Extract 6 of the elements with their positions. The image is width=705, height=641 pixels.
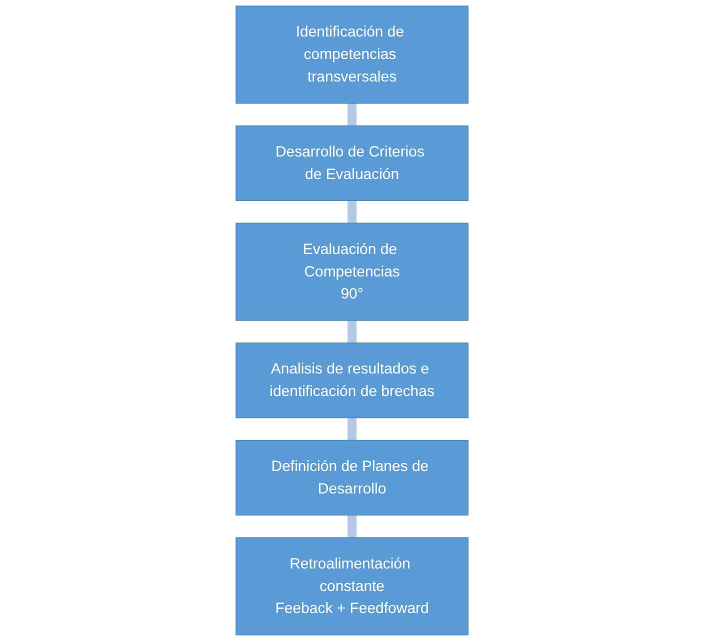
- node-box: Identificación de competencias transversales: [236, 6, 469, 104]
- node-box: Retroalimentación constante Feeback + Feedfoward: [236, 537, 469, 636]
- node-box: Desarrollo de Criterios de Evaluación: [236, 125, 469, 202]
- node-box: Definición de Planes de Desarrollo: [236, 440, 469, 516]
- node-box: Evaluación de Competencias 90°: [236, 222, 469, 321]
- node-box: Analisis de resultados e identificación de brechas: [236, 342, 469, 418]
